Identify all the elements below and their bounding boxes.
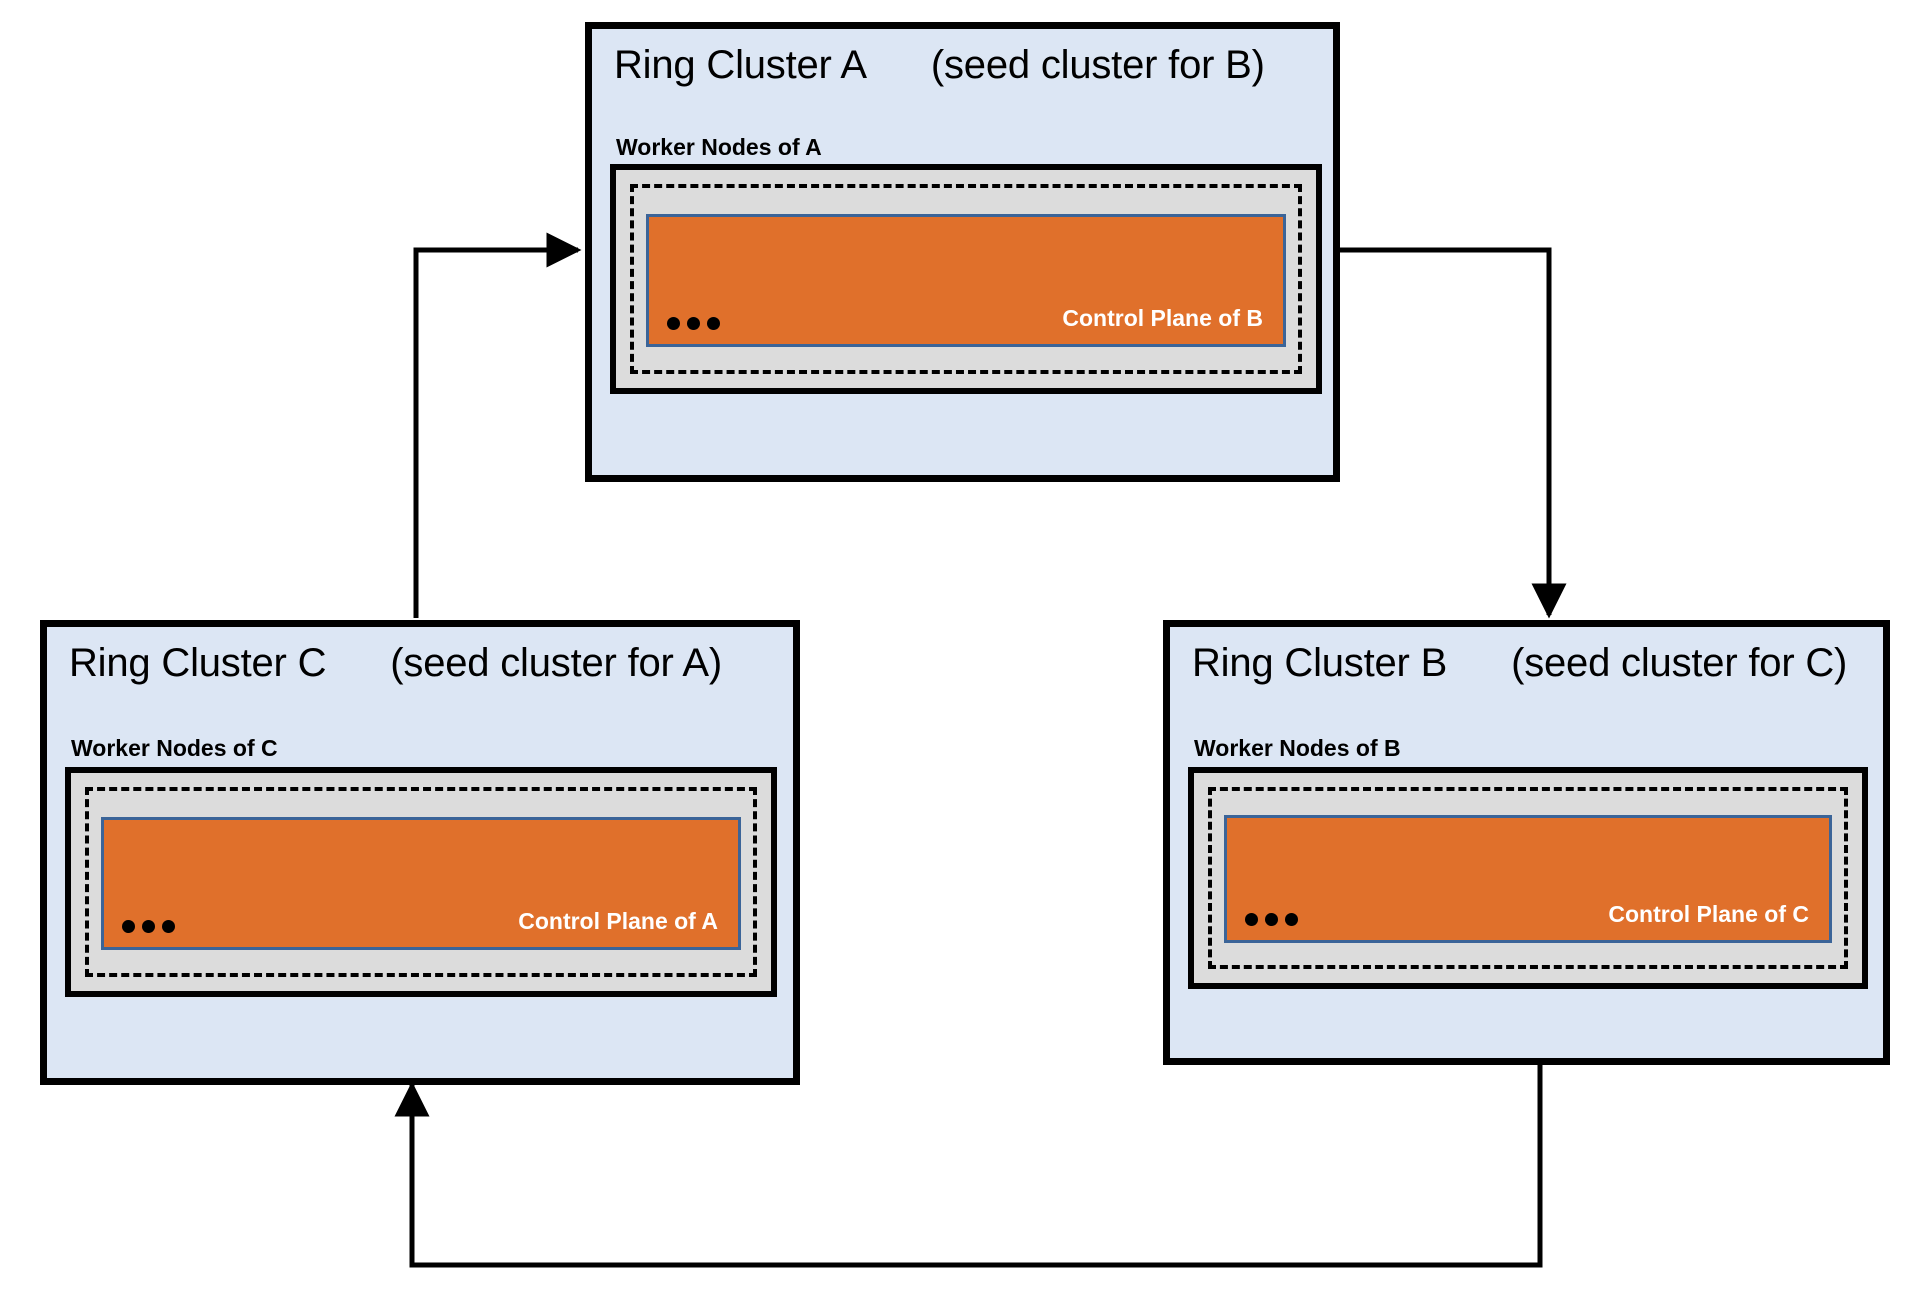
cluster-b-control-plane[interactable]: Control Plane of C [1224,815,1832,943]
cluster-c-ellipsis-dots [122,920,175,933]
cluster-a[interactable]: Ring Cluster A (seed cluster for B) Work… [585,22,1340,482]
cluster-a-worker-label: Worker Nodes of A [616,134,822,160]
cluster-c-title: Ring Cluster C (seed cluster for A) [69,641,722,686]
cluster-a-control-plane-label: Control Plane of B [1062,305,1263,331]
cluster-a-name: Ring Cluster A [614,43,867,87]
cluster-a-ellipsis-dots [667,317,720,330]
cluster-c-control-plane-label: Control Plane of A [518,908,718,934]
cluster-b-title: Ring Cluster B (seed cluster for C) [1192,641,1847,686]
cluster-c-dashed-frame [85,787,757,977]
cluster-c-seed-note: (seed cluster for A) [390,641,722,685]
cluster-c-worker-label: Worker Nodes of C [71,735,278,761]
cluster-c-control-plane[interactable]: Control Plane of A [101,817,741,950]
connector-c-to-a [413,232,582,618]
cluster-b[interactable]: Ring Cluster B (seed cluster for C) Work… [1163,620,1890,1065]
cluster-a-worker-box[interactable]: Control Plane of B [610,164,1322,394]
cluster-c-name: Ring Cluster C [69,641,327,685]
connector-a-to-b [1340,247,1567,619]
cluster-b-name: Ring Cluster B [1192,641,1448,685]
cluster-b-seed-note: (seed cluster for C) [1511,641,1848,685]
cluster-c-worker-box[interactable]: Control Plane of A [65,767,777,997]
cluster-b-worker-label: Worker Nodes of B [1194,735,1401,761]
cluster-a-seed-note: (seed cluster for B) [930,43,1265,87]
cluster-b-dashed-frame [1208,787,1848,969]
cluster-b-worker-box[interactable]: Control Plane of C [1188,767,1868,989]
cluster-b-control-plane-label: Control Plane of C [1608,901,1809,927]
cluster-a-control-plane[interactable]: Control Plane of B [646,214,1286,347]
cluster-c[interactable]: Ring Cluster C (seed cluster for A) Work… [40,620,800,1085]
cluster-a-dashed-frame [630,184,1302,374]
connector-b-to-c [394,1062,1543,1268]
cluster-a-title: Ring Cluster A (seed cluster for B) [614,43,1265,88]
cluster-b-ellipsis-dots [1245,913,1298,926]
